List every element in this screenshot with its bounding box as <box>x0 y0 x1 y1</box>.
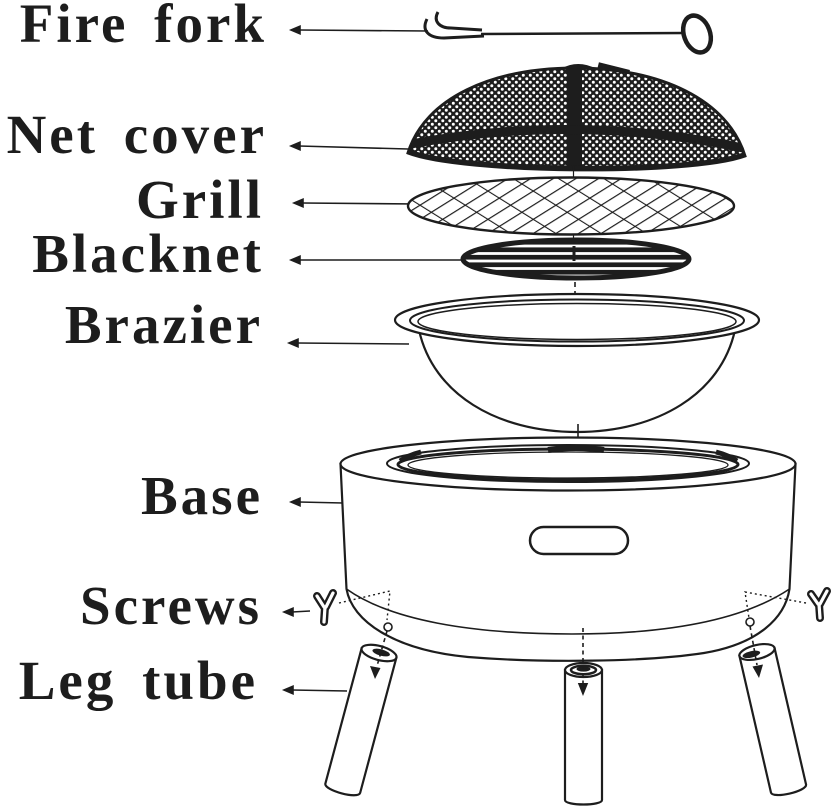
brazier-leader <box>286 337 410 349</box>
leader-arrowhead-icon <box>281 606 294 618</box>
leader-arrowhead-icon <box>291 197 304 209</box>
label-leg-tube: Leg tube <box>18 650 258 711</box>
label-net-cover: Net cover <box>6 104 267 165</box>
fire-fork-leader <box>288 24 429 36</box>
net-cover-leader <box>288 140 409 152</box>
down-arrowhead-icon <box>370 666 381 679</box>
screws-leader <box>281 606 311 618</box>
wing-screw-right <box>807 587 831 622</box>
screws-drawing <box>313 587 831 632</box>
leg-tube-right <box>738 642 808 797</box>
screw-hole-left <box>383 622 393 632</box>
leader-arrowhead-icon <box>288 140 301 152</box>
down-arrowhead-icon <box>577 683 589 696</box>
brazier-drawing <box>393 292 761 434</box>
leader-arrowhead-icon <box>288 24 301 36</box>
net-cover-drawing <box>406 62 747 172</box>
label-blacknet: Blacknet <box>32 223 264 284</box>
base-leader <box>288 496 344 508</box>
label-grill: Grill <box>135 169 264 230</box>
wing-screw-left <box>313 589 337 626</box>
screw-hole-right <box>745 617 755 627</box>
label-base: Base <box>141 465 263 526</box>
leg-assembly-arrows <box>370 625 763 696</box>
leader-lines <box>281 24 462 696</box>
fork-handle <box>680 13 714 55</box>
leg-tubes-drawing <box>324 642 808 806</box>
fire-fork-drawing <box>423 11 714 55</box>
down-arrowhead-icon <box>752 664 763 678</box>
label-fire-fork: Fire fork <box>19 0 267 54</box>
leg-tube-left <box>324 643 398 797</box>
grill-drawing <box>406 176 736 236</box>
leader-arrowhead-icon <box>288 254 301 266</box>
leader-arrowhead-icon <box>288 496 301 508</box>
leg-tube-leader <box>281 684 348 696</box>
label-screws: Screws <box>80 575 262 636</box>
grill-leader <box>291 197 420 209</box>
base-drawing <box>339 436 797 662</box>
label-brazier: Brazier <box>64 294 263 355</box>
blacknet-drawing <box>460 237 692 281</box>
blacknet-leader <box>288 254 462 266</box>
leader-arrowhead-icon <box>281 684 294 696</box>
leg-tube-middle <box>563 661 604 806</box>
leader-arrowhead-icon <box>286 337 299 349</box>
base-handle-slot <box>528 525 630 556</box>
